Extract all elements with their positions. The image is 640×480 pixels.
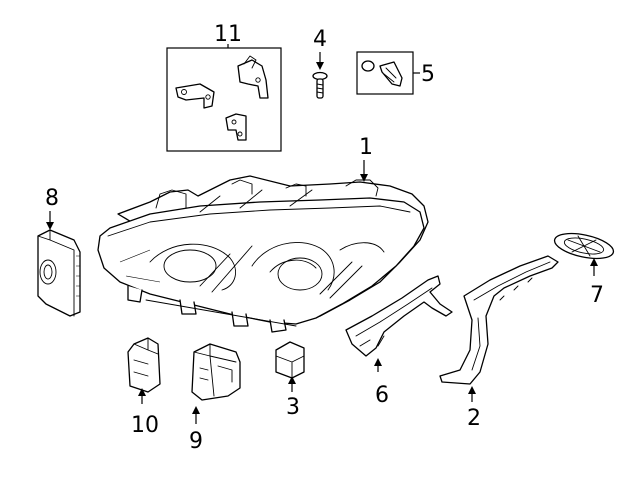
bracket-6-body [345,275,453,357]
callout-9: 9 [189,429,203,454]
part-8-control-module: 8 [37,186,81,317]
socket [379,61,403,87]
callout-3: 3 [286,395,300,420]
part-2-support-bracket: 2 [439,255,559,431]
callout-6: 6 [375,383,389,408]
part-4-screw: 4 [312,27,328,99]
part-1-headlamp-assembly: 1 [97,135,429,333]
module-10-body [127,337,161,393]
actuator-body [275,341,305,379]
callout-11: 11 [214,22,242,47]
callout-1: 1 [359,135,373,160]
callout-7: 7 [590,283,604,308]
callout-10: 10 [131,413,159,438]
bracket-a [175,83,215,109]
part-6-mounting-bracket: 6 [345,275,453,408]
module-8-body [37,229,81,317]
callout-5: 5 [421,62,435,87]
part-3-actuator: 3 [275,341,305,420]
part-7-cover-cap: 7 [553,232,615,308]
part-5-bulb-socket: 5 [356,51,435,95]
mount-tab-left [127,285,143,303]
callout-2: 2 [467,406,481,431]
callout-8: 8 [45,186,59,211]
headlamp-lens [97,197,425,325]
bracket-b [237,59,269,99]
part-11-box [166,47,282,152]
callout-4: 4 [313,27,327,52]
module-9-body [191,343,241,401]
part-10-module: 10 [127,337,161,438]
bracket-2-body [439,255,559,385]
bracket-c [225,113,247,141]
bulb [361,60,375,72]
part-11-bracket-kit: 11 [166,22,282,152]
part-9-led-driver: 9 [189,343,241,454]
